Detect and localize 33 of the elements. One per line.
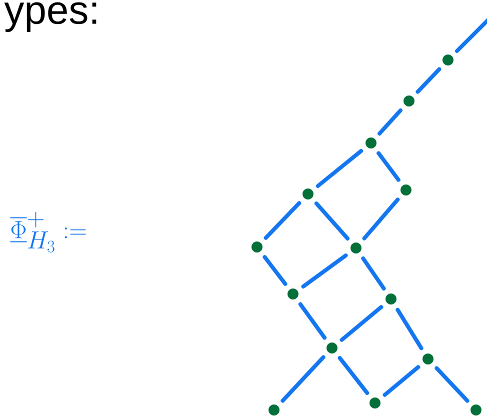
line <box>264 201 302 240</box>
line <box>376 151 400 182</box>
dot <box>252 242 262 252</box>
line <box>361 256 386 291</box>
line <box>314 201 350 240</box>
formula: $\overline{\underline{\Phi}}^{+}_{H_3} :=$ <box>10 212 86 252</box>
dot <box>470 404 482 416</box>
dot <box>386 293 396 304</box>
dot <box>442 54 454 66</box>
dot <box>400 184 412 196</box>
handwritten-word: ypes: <box>4 2 96 32</box>
line <box>362 198 400 240</box>
dot <box>288 288 298 300</box>
line <box>316 148 364 188</box>
line <box>378 108 402 136</box>
dot <box>370 397 380 408</box>
dot <box>326 342 338 354</box>
line <box>416 67 442 94</box>
dot <box>366 138 376 148</box>
dot <box>422 353 434 364</box>
dot <box>268 404 280 416</box>
line <box>338 356 370 395</box>
line <box>434 366 470 403</box>
line <box>298 302 327 340</box>
line <box>382 365 420 397</box>
line <box>280 355 326 403</box>
dot <box>302 188 314 200</box>
dot <box>404 96 414 106</box>
line <box>301 253 348 288</box>
line <box>340 305 384 342</box>
dot <box>350 242 362 254</box>
line <box>396 308 424 350</box>
line <box>262 255 288 286</box>
